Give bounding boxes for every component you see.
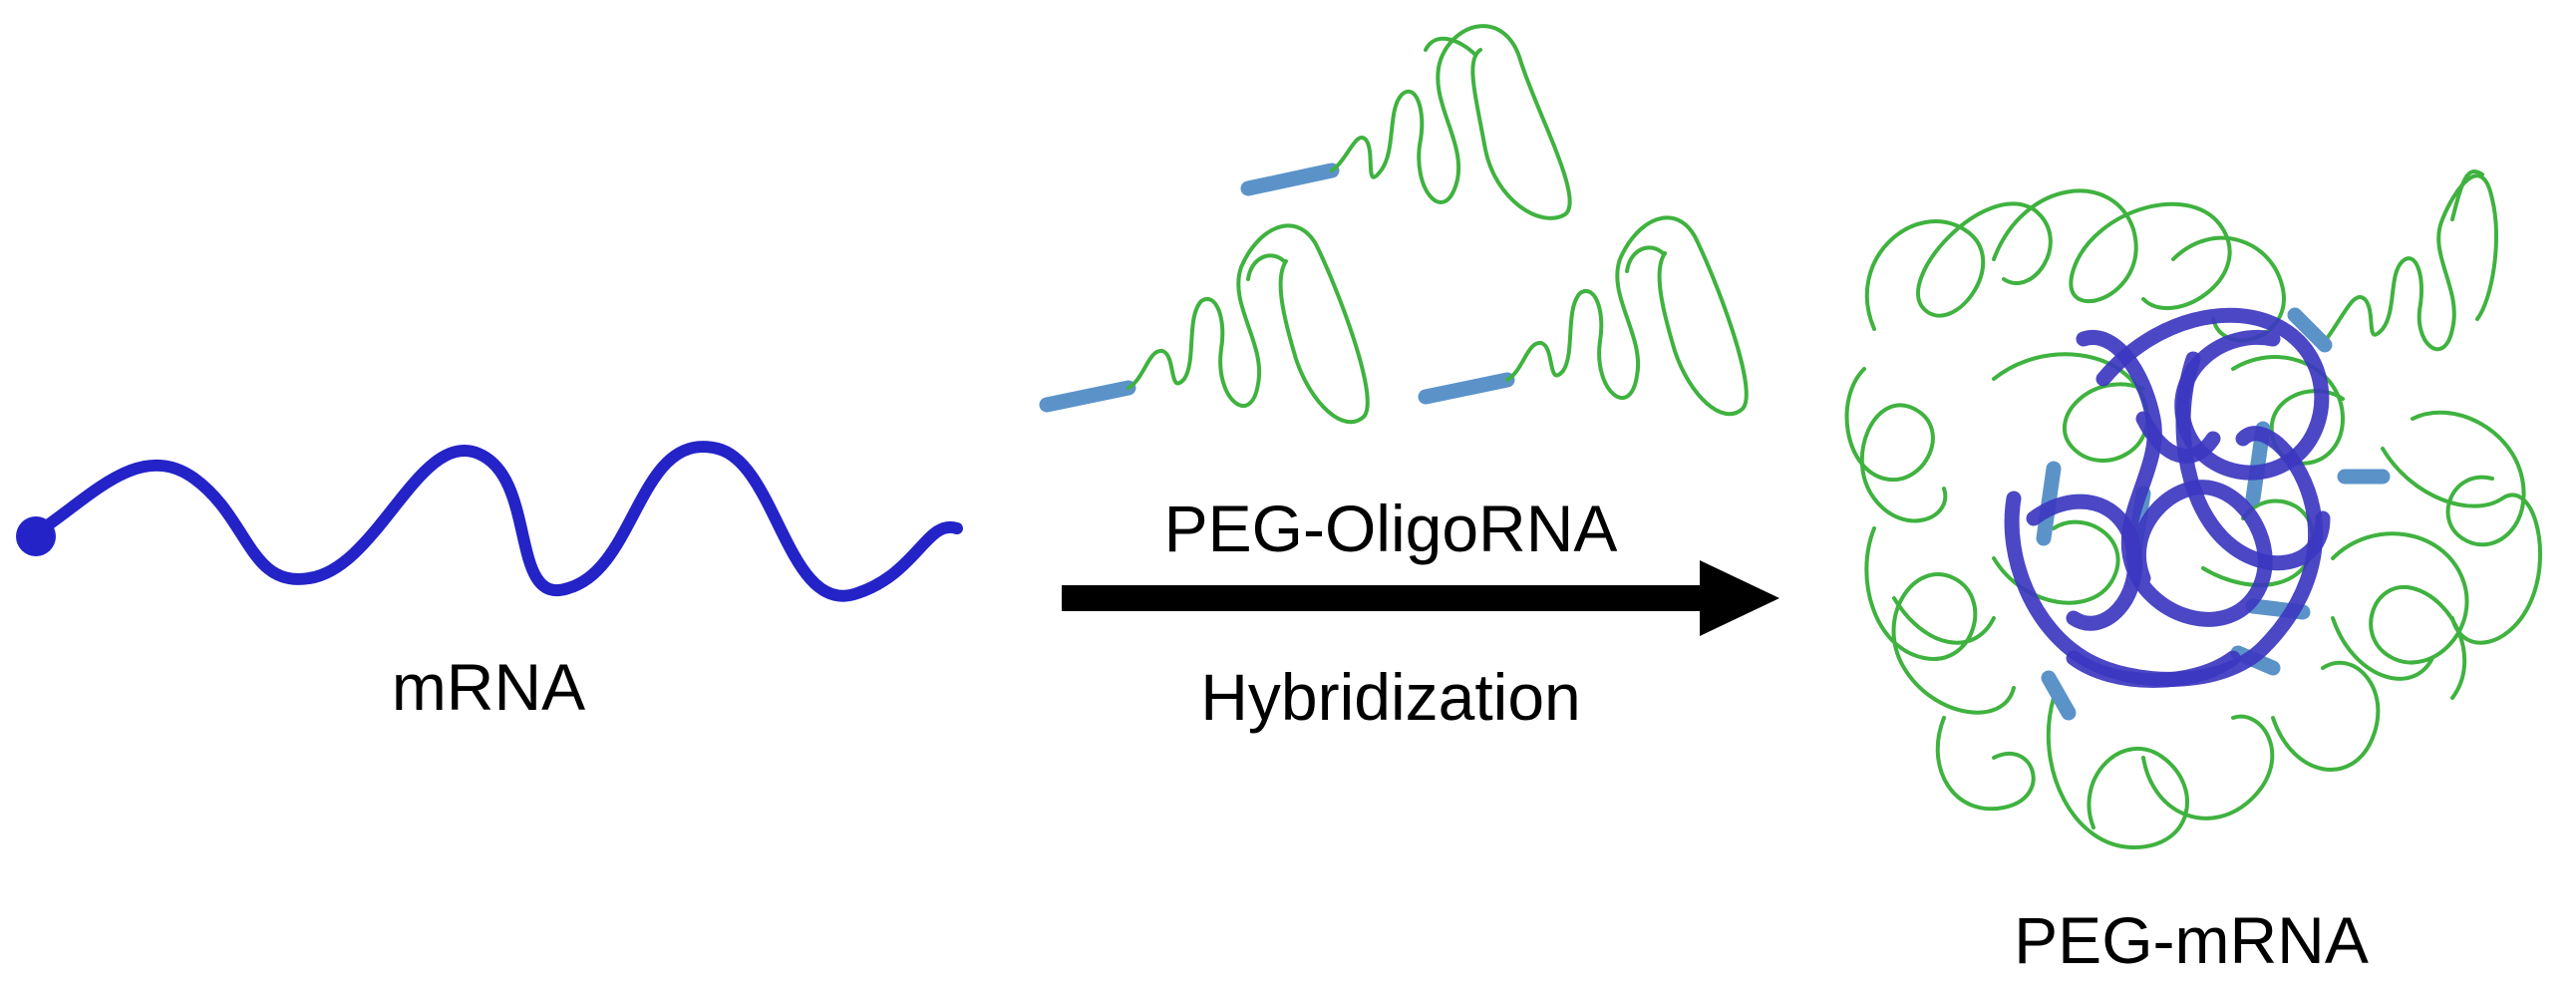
- peg-mrna-label: PEG-mRNA: [2014, 903, 2369, 977]
- mrna-strand: [16, 441, 963, 602]
- condensed-mrna-core: [2004, 307, 2331, 688]
- reaction-arrow: [1062, 560, 1779, 636]
- peg-oligorna-left: [1039, 223, 1370, 425]
- peg-oligorna-top: [1240, 24, 1572, 220]
- peg-oligorna-label: PEG-OligoRNA: [1164, 492, 1618, 565]
- hybridization-label: Hybridization: [1200, 660, 1581, 734]
- peg-corona: [1844, 169, 2542, 849]
- mrna-5prime-cap: [16, 516, 56, 556]
- mrna-label: mRNA: [392, 650, 585, 724]
- peg-mrna-complex: [1844, 169, 2542, 849]
- peg-oligorna-right: [1418, 215, 1749, 417]
